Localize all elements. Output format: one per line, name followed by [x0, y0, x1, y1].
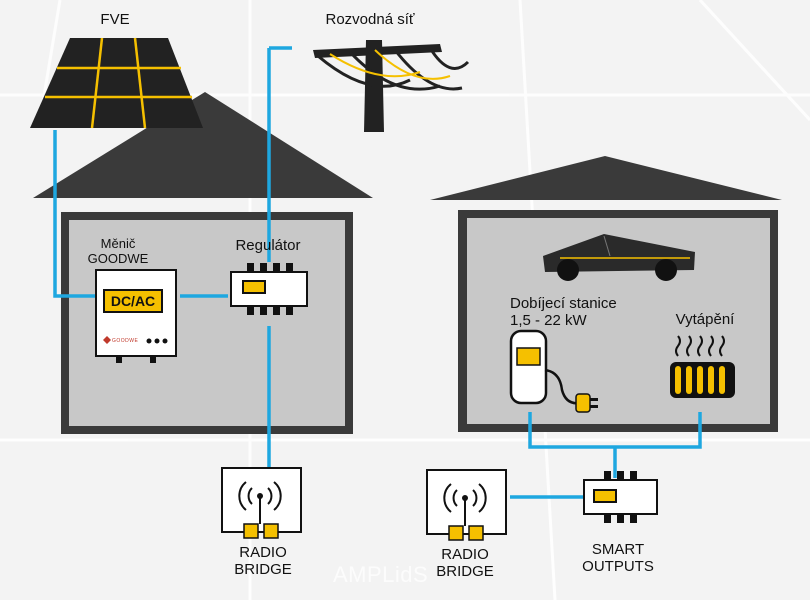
smart-outputs-label: SMART OUTPUTS: [582, 541, 654, 575]
watermark: AMPLidS: [333, 562, 429, 587]
inverter-brand: GOODWE: [112, 338, 139, 344]
power-pole-icon: [313, 40, 470, 132]
regulator-module-icon: [230, 263, 308, 315]
ev-charger-icon: [509, 329, 581, 405]
radio-bridge-label-2: RADIO BRIDGE: [436, 546, 494, 580]
heater-icon: [670, 335, 735, 398]
inverter-display: DC/AC: [103, 289, 163, 313]
wires: [53, 46, 702, 499]
left-house: [33, 92, 373, 434]
smart-outputs-module-icon: [583, 471, 658, 523]
plug-icon: [575, 393, 598, 413]
grid-label: Rozvodná síť: [325, 11, 415, 28]
charger-label: Dobíjecí stanice 1,5 - 22 kW: [510, 295, 617, 329]
fve-label: FVE: [100, 11, 130, 28]
solar-panel-icon: [30, 37, 203, 129]
inverter-label: Měnič GOODWE: [87, 236, 149, 266]
car-icon: [543, 234, 695, 281]
regulator-label: Regulátor: [235, 237, 301, 254]
inverter-icon: [95, 269, 177, 363]
radio-bridge-icon: [221, 467, 302, 539]
heating-label: Vytápění: [675, 311, 735, 328]
radio-bridge-icon: [426, 469, 507, 541]
radio-bridge-label-1: RADIO BRIDGE: [234, 544, 292, 578]
